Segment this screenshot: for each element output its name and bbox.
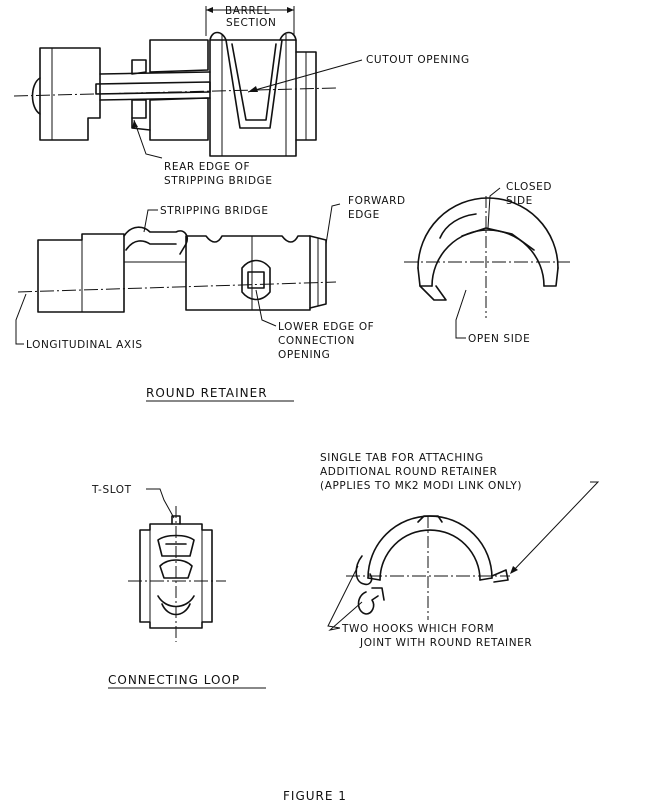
single-tab-label-3: (APPLIES TO MK2 MODI LINK ONLY) xyxy=(320,480,522,492)
longitudinal-axis-label: LONGITUDINAL AXIS xyxy=(26,339,143,351)
lower-edge-label-3: OPENING xyxy=(278,349,330,361)
rear-edge-label-1: REAR EDGE OF xyxy=(164,161,250,173)
round-retainer-end-view xyxy=(404,196,570,318)
barrel-section-label-2: SECTION xyxy=(226,17,276,29)
connecting-loop-end-view xyxy=(346,515,510,620)
single-tab-label-2: ADDITIONAL ROUND RETAINER xyxy=(320,466,498,478)
connecting-loop-front-view xyxy=(128,506,226,642)
round-retainer-top-view xyxy=(13,6,337,157)
figure-caption: FIGURE 1 xyxy=(283,789,347,803)
connecting-loop-heading: CONNECTING LOOP xyxy=(108,673,240,687)
forward-edge-label-1: FORWARD xyxy=(348,195,406,207)
cutout-opening-label: CUTOUT OPENING xyxy=(366,54,470,66)
lower-edge-label-1: LOWER EDGE OF xyxy=(278,321,374,333)
closed-side-label-1: CLOSED xyxy=(506,181,552,193)
single-tab-label-1: SINGLE TAB FOR ATTACHING xyxy=(320,452,484,464)
lower-edge-label-2: CONNECTION xyxy=(278,335,355,347)
t-slot-label: T-SLOT xyxy=(91,484,132,496)
open-side-label: OPEN SIDE xyxy=(468,333,530,345)
closed-side-label-2: SIDE xyxy=(506,195,533,207)
round-retainer-heading: ROUND RETAINER xyxy=(146,386,268,400)
round-retainer-side-view xyxy=(17,226,337,313)
two-hooks-label-1: TWO HOOKS WHICH FORM xyxy=(341,623,494,635)
two-hooks-label-2: JOINT WITH ROUND RETAINER xyxy=(359,637,532,649)
rear-edge-label-2: STRIPPING BRIDGE xyxy=(164,175,273,187)
barrel-section-label-1: BARREL xyxy=(225,5,270,17)
forward-edge-label-2: EDGE xyxy=(348,209,380,221)
stripping-bridge-label: STRIPPING BRIDGE xyxy=(160,205,269,217)
leader-lines xyxy=(15,59,600,631)
